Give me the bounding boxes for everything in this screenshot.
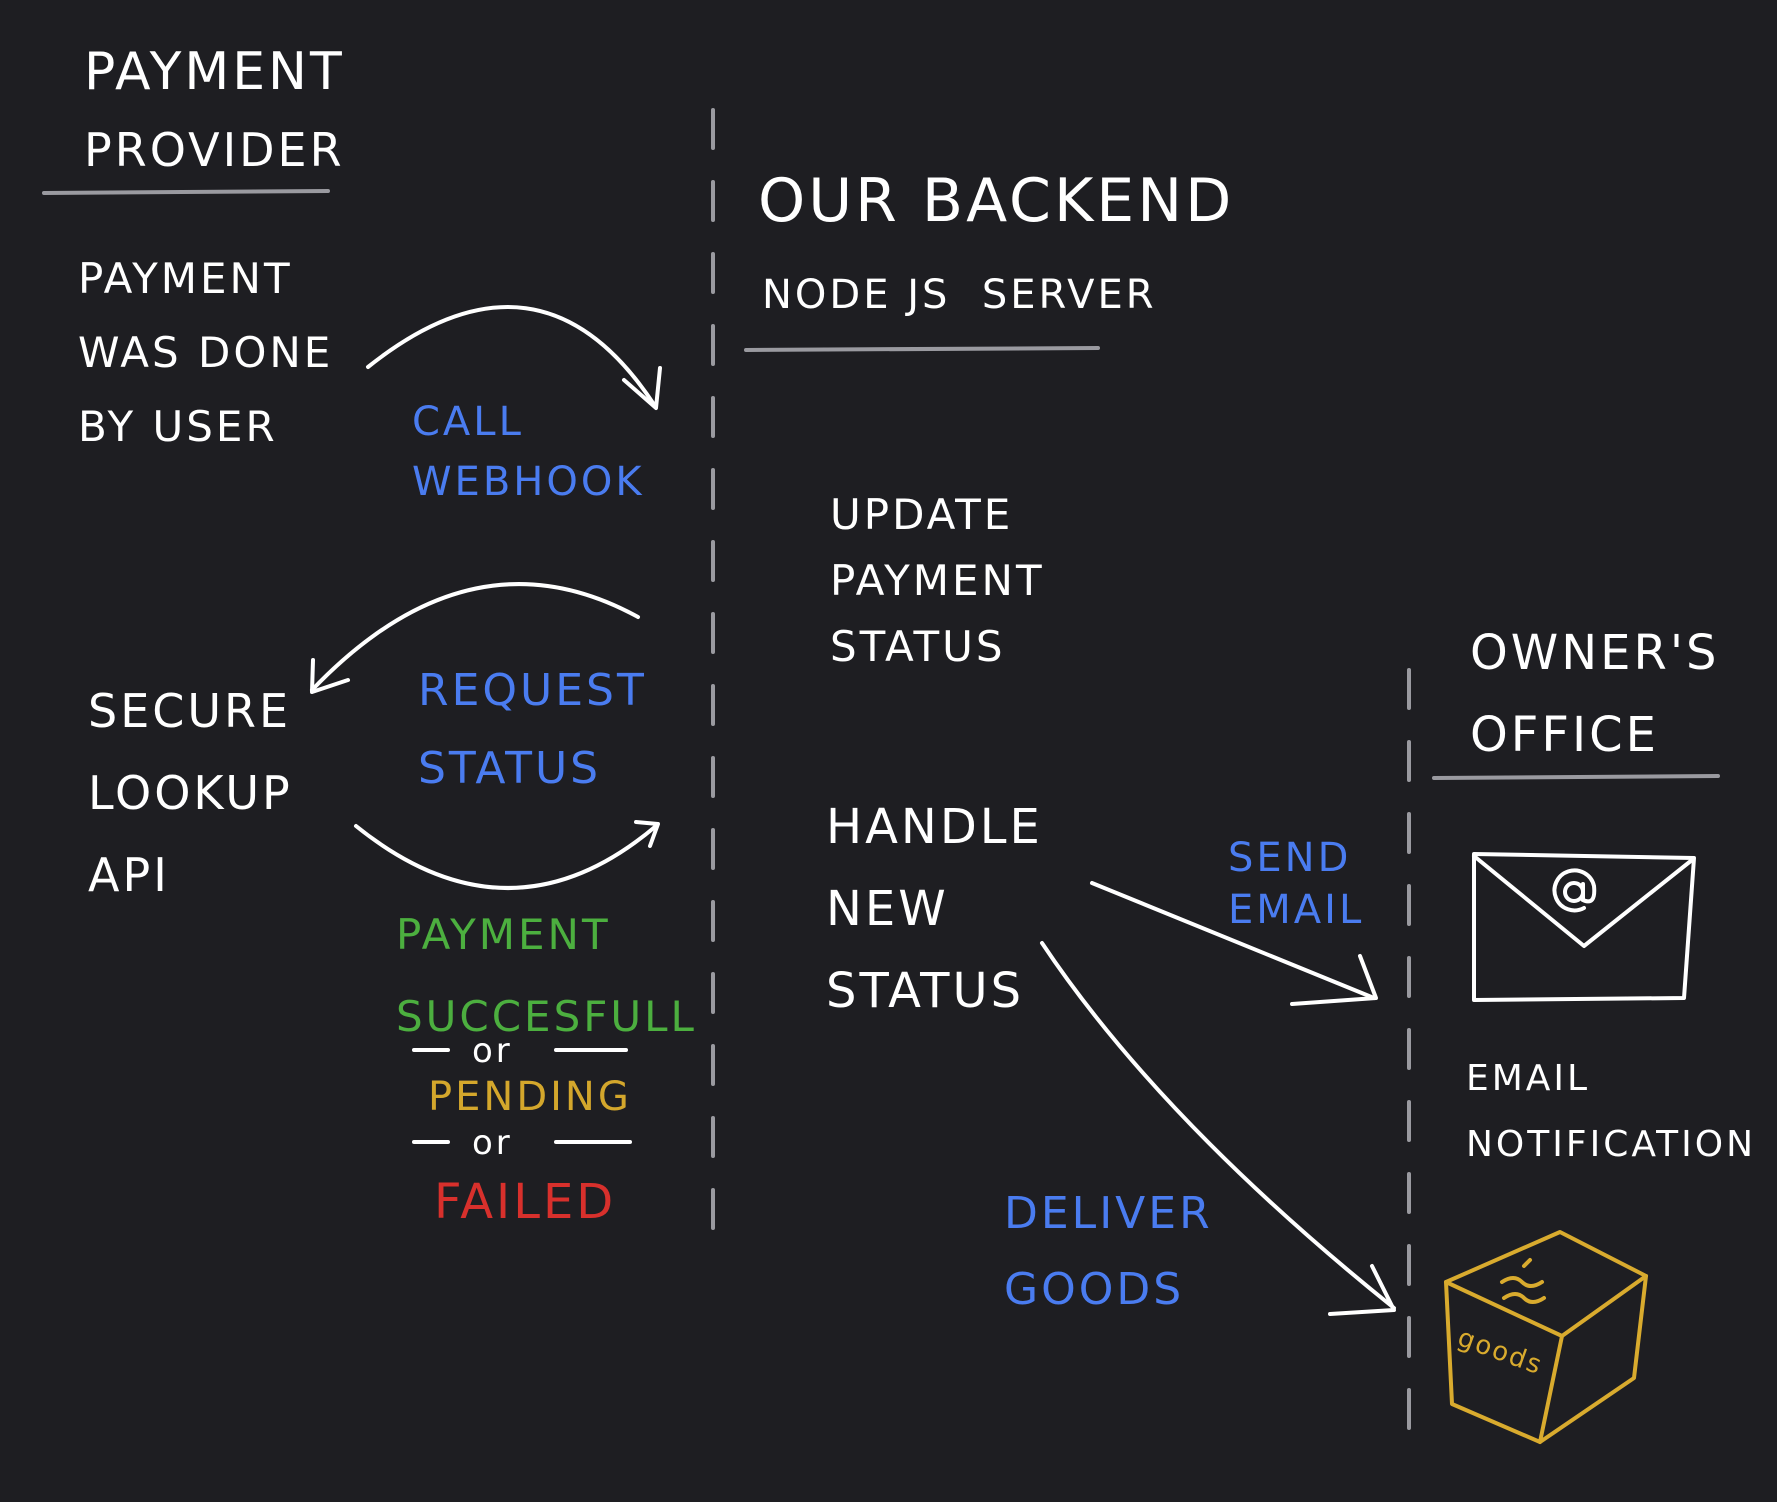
arrow-icon	[634, 820, 660, 848]
arrow-icon	[622, 366, 662, 410]
handle-new-status-text: Handle New Status	[826, 799, 1043, 1019]
provider-title: Payment	[84, 42, 345, 102]
send-email-label: Send Email	[1228, 835, 1365, 933]
or-separator-1: or	[472, 1031, 513, 1071]
arrow-icon	[1090, 881, 1376, 1000]
office-title: Owner's Office	[1470, 625, 1720, 763]
update-payment-status-text: Update Payment Status	[830, 490, 1045, 671]
arrow-icon	[1040, 941, 1396, 1310]
backend-title: Our Backend	[758, 166, 1235, 236]
arrow-icon	[366, 305, 657, 408]
arrow-icon	[354, 824, 658, 890]
envelope-icon	[1472, 852, 1696, 1002]
result-success-label: Payment Succesfull	[396, 910, 697, 1041]
arrow-icon	[1290, 954, 1378, 1006]
underline-office	[1432, 774, 1720, 780]
provider-api-text: Secure Lookup API	[88, 684, 293, 902]
underline-backend	[744, 346, 1100, 352]
box-icon	[1444, 1230, 1648, 1444]
arrow-icon	[1328, 1264, 1396, 1316]
backend-subtitle: Node JS Server	[762, 272, 1157, 318]
result-failed-label: Failed	[434, 1174, 617, 1230]
email-notification-label: Email Notification	[1466, 1058, 1757, 1165]
arrow-icon	[310, 658, 350, 694]
result-pending-label: Pending	[428, 1074, 632, 1120]
request-status-label: Request Status	[418, 665, 647, 794]
deliver-goods-label: Deliver Goods	[1004, 1188, 1213, 1315]
at-sign-icon	[1552, 868, 1597, 913]
underline-provider	[42, 189, 330, 195]
provider-title-line2: Provider	[84, 123, 345, 177]
arrow-icon	[310, 582, 640, 692]
or-separator-2: or	[472, 1123, 513, 1163]
provider-event-text: Payment was done by user	[78, 254, 334, 451]
call-webhook-label: Call Webhook	[412, 399, 645, 505]
